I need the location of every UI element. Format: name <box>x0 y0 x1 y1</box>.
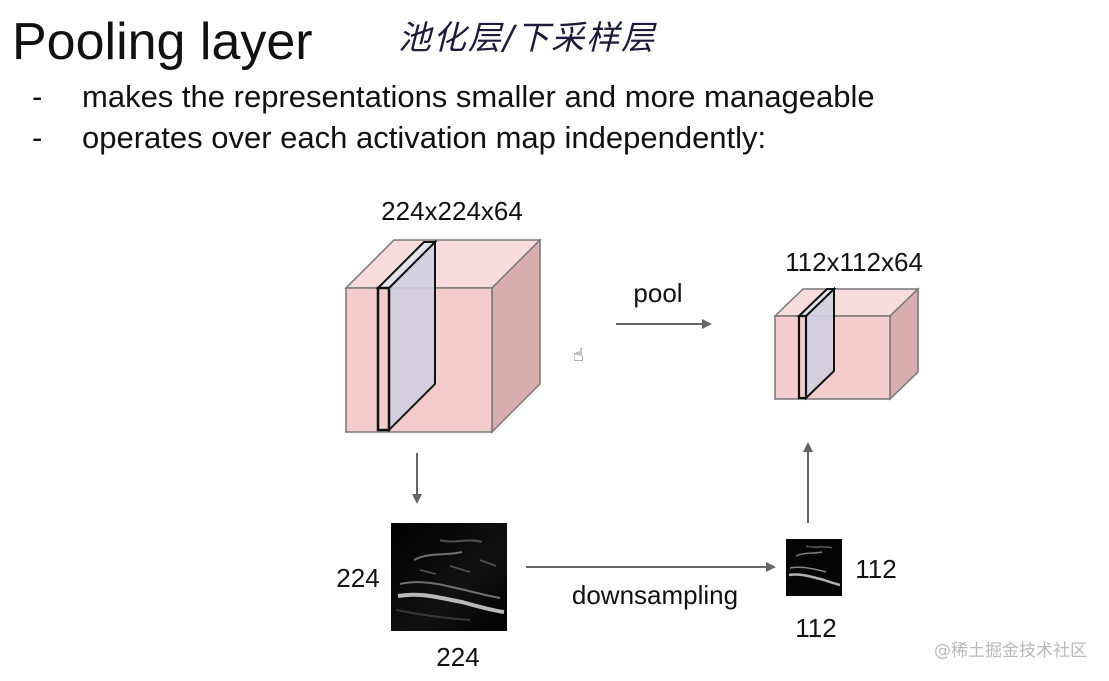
input-activation-map <box>391 523 507 631</box>
bullet-text: operates over each activation map indepe… <box>82 120 767 155</box>
output-map-width-label: 112 <box>795 613 836 643</box>
pool-label: pool <box>633 278 682 308</box>
output-activation-map <box>786 539 842 596</box>
output-volume-cube <box>773 286 920 401</box>
output-activation-slice-front <box>797 314 808 400</box>
hand-cursor-icon: ☝ <box>573 345 584 365</box>
watermark: @稀土掘金技术社区 <box>934 641 1087 661</box>
input-map-width-label: 224 <box>436 642 479 672</box>
handwritten-annotation: 池化层/下采样层 <box>398 18 657 57</box>
input-volume-label: 224x224x64 <box>381 196 523 226</box>
input-map-height-label: 224 <box>336 563 379 593</box>
slide-title: Pooling layer <box>12 13 313 71</box>
input-volume-cube <box>344 238 542 434</box>
bullet-item: - makes the representations smaller and m… <box>32 77 875 117</box>
output-map-height-label: 112 <box>855 554 896 584</box>
bullet-text: makes the representations smaller and mo… <box>82 79 875 114</box>
bullet-dash: - <box>32 120 43 155</box>
downsampling-label: downsampling <box>572 580 738 610</box>
output-volume-label: 112x112x64 <box>785 247 923 277</box>
bullet-dash: - <box>32 79 43 114</box>
bullet-item: - operates over each activation map indep… <box>32 118 766 158</box>
input-activation-slice-front <box>376 286 391 432</box>
